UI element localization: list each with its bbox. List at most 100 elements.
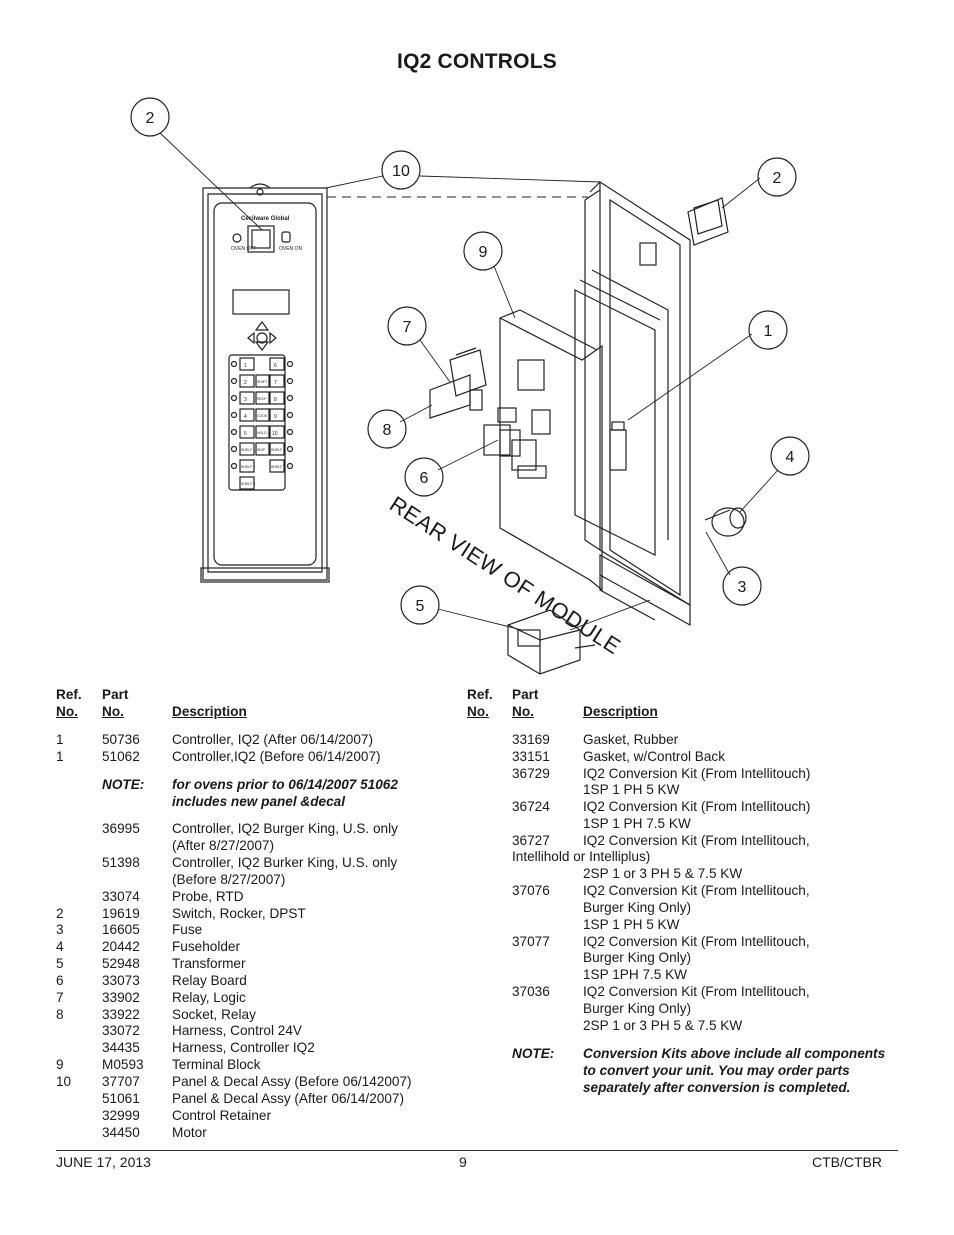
callout-1: 1 — [764, 323, 773, 340]
part-cell: 34450 — [102, 1125, 140, 1140]
desc-cell: Terminal Block — [172, 1057, 261, 1072]
desc-cell: Gasket, Rubber — [583, 732, 679, 747]
ref-cell: 2 — [56, 906, 64, 921]
desc-cell: Burger King Only) — [583, 950, 692, 965]
desc-cell: Motor — [172, 1125, 207, 1140]
col-desc-header-r: Description — [583, 704, 658, 719]
footer-page-number: 9 — [459, 1154, 467, 1170]
footer-rule — [56, 1150, 898, 1151]
col-part-header-top: Part — [102, 687, 129, 702]
callout-7: 7 — [403, 319, 412, 336]
panel-brand: Cecilware Global — [241, 216, 290, 222]
part-cell: Intellihold or Intelliplus) — [512, 849, 651, 864]
part-cell: M0593 — [102, 1057, 144, 1072]
ref-cell: 1 — [56, 749, 64, 764]
desc-cell: Fuseholder — [172, 939, 241, 954]
part-cell: 51061 — [102, 1091, 140, 1106]
key-7: 7 — [274, 380, 277, 386]
part-cell: 16605 — [102, 922, 140, 937]
part-cell: 36724 — [512, 799, 550, 814]
desc-cell: Probe, RTD — [172, 889, 244, 904]
ref-cell: 10 — [56, 1074, 72, 1089]
conversion-note-label: NOTE: — [512, 1046, 555, 1061]
desc-cell: IQ2 Conversion Kit (From Intellitouch, — [583, 883, 810, 898]
footer-model: CTB/CTBR — [812, 1154, 882, 1170]
part-cell: 33922 — [102, 1007, 140, 1022]
desc-cell: Burger King Only) — [583, 900, 692, 915]
controls-diagram: 2 10 2 9 7 1 8 6 4 3 5 Cecilware Global … — [130, 97, 810, 675]
desc-cell: Relay Board — [172, 973, 247, 988]
part-cell: 37036 — [512, 984, 550, 999]
desc-cell: 2SP 1 or 3 PH 5 & 7.5 KW — [583, 866, 743, 881]
desc-cell: Switch, Rocker, DPST — [172, 906, 306, 921]
key-shelf-5: SHELF 5 — [271, 465, 285, 469]
callout-circles — [130, 97, 810, 625]
desc-cell: Relay, Logic — [172, 990, 246, 1005]
key-8: 8 — [274, 397, 277, 403]
part-cell: NOTE: — [102, 777, 145, 792]
key-6: 6 — [274, 363, 277, 369]
panel-oven-on: OVEN ON — [279, 246, 302, 252]
ref-cell: 6 — [56, 973, 64, 988]
desc-cell: Controller, IQ2 Burker King, U.S. only — [172, 855, 398, 870]
page-title: IQ2 CONTROLS — [397, 50, 557, 73]
desc-cell: Controller, IQ2 Burger King, U.S. only — [172, 821, 398, 836]
callout-5: 5 — [416, 598, 425, 615]
col-part-header: No. — [102, 704, 124, 719]
key-shelf-3: SHELF 3 — [241, 482, 255, 486]
ref-cell: 4 — [56, 939, 64, 954]
part-cell: 52948 — [102, 956, 140, 971]
part-cell: 37077 — [512, 934, 550, 949]
desc-cell: Controller, IQ2 (After 06/14/2007) — [172, 732, 373, 747]
key-shelf-1: SHELF 1 — [241, 448, 255, 452]
callout-8: 8 — [383, 422, 392, 439]
key-recp: RECP — [257, 397, 267, 401]
callout-10: 10 — [392, 163, 410, 180]
part-cell: 33074 — [102, 889, 140, 904]
key-4: 4 — [244, 414, 247, 420]
part-cell: 33072 — [102, 1023, 140, 1038]
desc-cell: IQ2 Conversion Kit (From Intellitouch, — [583, 833, 810, 848]
footer-date: JUNE 17, 2013 — [56, 1154, 151, 1170]
part-cell: 37076 — [512, 883, 550, 898]
ref-cell: 3 — [56, 922, 64, 937]
control-panel-front — [200, 183, 330, 583]
desc-cell: IQ2 Conversion Kit (From Intellitouch, — [583, 984, 810, 999]
col-desc-header: Description — [172, 704, 247, 719]
desc-cell: 1SP 1 PH 5 KW — [583, 782, 680, 797]
key-shelf-4: SHELF 4 — [271, 448, 285, 452]
desc-cell: Fuse — [172, 922, 203, 937]
callout-9: 9 — [479, 244, 488, 261]
panel-oven-off: OVEN OFF — [231, 246, 257, 252]
desc-cell: Control Retainer — [172, 1108, 271, 1123]
part-cell: 34435 — [102, 1040, 140, 1055]
part-cell: 33073 — [102, 973, 140, 988]
part-cell: 36729 — [512, 766, 550, 781]
desc-cell: Panel & Decal Assy (Before 06/142007) — [172, 1074, 412, 1089]
desc-cell: Controller,IQ2 (Before 06/14/2007) — [172, 749, 381, 764]
callout-2a: 2 — [146, 110, 155, 127]
part-cell: 32999 — [102, 1108, 140, 1123]
desc-cell: IQ2 Conversion Kit (From Intellitouch) — [583, 766, 811, 781]
part-cell: 19619 — [102, 906, 140, 921]
desc-cell: Harness, Control 24V — [172, 1023, 302, 1038]
desc-cell: Gasket, w/Control Back — [583, 749, 726, 764]
part-cell: 51398 — [102, 855, 140, 870]
key-10: 10 — [272, 431, 278, 437]
part-cell: 51062 — [102, 749, 140, 764]
part-cell: 36995 — [102, 821, 140, 836]
desc-cell: 2SP 1 or 3 PH 5 & 7.5 KW — [583, 1018, 743, 1033]
desc-cell: Panel & Decal Assy (After 06/14/2007) — [172, 1091, 404, 1106]
key-3: 3 — [244, 397, 247, 403]
part-cell: 50736 — [102, 732, 140, 747]
desc-cell: includes new panel &decal — [172, 794, 345, 809]
key-cook: COOK — [257, 414, 268, 418]
desc-cell: Socket, Relay — [172, 1007, 256, 1022]
desc-cell: 1SP 1 PH 7.5 KW — [583, 816, 691, 831]
conversion-note-line-3: separately after conversion is completed… — [583, 1080, 851, 1095]
callout-3: 3 — [738, 579, 747, 596]
col-part-header-r: No. — [512, 704, 534, 719]
desc-cell: IQ2 Conversion Kit (From Intellitouch, — [583, 934, 810, 949]
part-cell: 37707 — [102, 1074, 140, 1089]
conversion-note-line-1: Conversion Kits above include all compon… — [583, 1046, 886, 1061]
